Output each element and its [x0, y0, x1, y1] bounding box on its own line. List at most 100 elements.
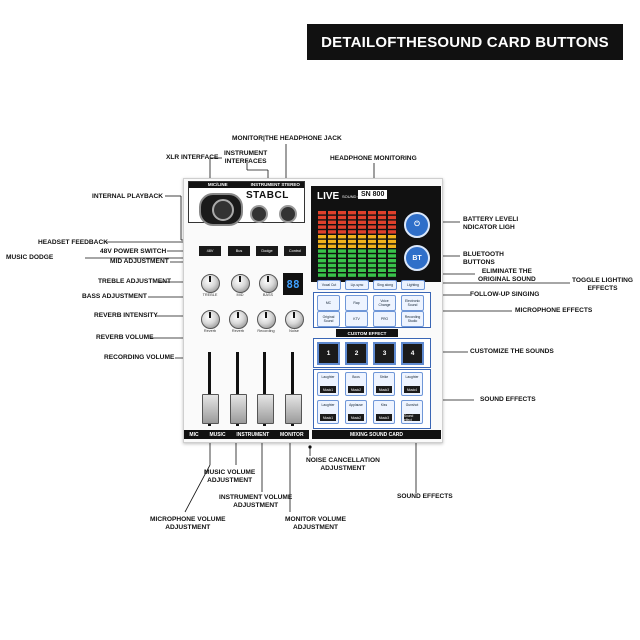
vu-segment	[358, 239, 366, 244]
digit-display: 88	[283, 273, 303, 295]
vu-segment	[368, 230, 376, 234]
vu-segment	[378, 268, 386, 272]
callout-sound-effects-bottom: SOUND EFFECTS	[397, 493, 453, 500]
vu-segment	[328, 249, 336, 253]
callout-reverb-volume: REVERB VOLUME	[96, 334, 154, 341]
vu-segment	[368, 211, 376, 215]
vu-segment	[368, 235, 376, 239]
callout-follow-up: FOLLOW-UP SINGING	[470, 291, 540, 298]
vu-segment	[328, 225, 336, 229]
effect-original[interactable]: Original Sound	[317, 311, 340, 327]
recording-knob[interactable]	[257, 310, 276, 329]
headphone-jack[interactable]	[279, 205, 297, 223]
vu-segment	[338, 249, 346, 253]
mid-knob[interactable]	[231, 274, 250, 293]
vu-segment	[338, 273, 346, 277]
effect-voice-change[interactable]: Voice Change	[373, 295, 396, 311]
vu-segment	[328, 211, 336, 215]
instrument-jack[interactable]	[250, 205, 268, 223]
power-button[interactable]: ⏻	[404, 212, 430, 238]
mid-label: MID	[236, 293, 244, 297]
xlr-port[interactable]	[199, 193, 243, 226]
vu-segment	[358, 273, 366, 277]
vu-segment	[358, 268, 366, 272]
vu-segment	[358, 254, 366, 258]
vu-segment	[348, 273, 356, 277]
effect-electronic[interactable]: Electronic Sound	[401, 295, 424, 311]
vu-segment	[378, 235, 386, 239]
custom-button-3[interactable]: 3	[373, 342, 396, 365]
callout-eliminate: ELIMINATE THE ORIGINAL SOUND	[478, 268, 536, 283]
music-fader[interactable]	[230, 394, 247, 424]
vu-segment	[378, 225, 386, 229]
instrument-fader[interactable]	[257, 394, 274, 424]
vu-segment	[378, 220, 386, 224]
vu-segment	[368, 254, 376, 258]
callout-xlr: XLR INTERFACE	[166, 154, 219, 161]
callout-customize: CUSTOMIZE THE SOUNDS	[470, 348, 554, 355]
callout-battery: BATTERY LEVELI NDICATOR LIGH	[463, 216, 519, 231]
effect-mc[interactable]: MC	[317, 295, 340, 311]
vu-segment	[318, 268, 326, 272]
vu-segment	[358, 244, 366, 248]
vu-segment	[378, 263, 386, 268]
lip-sync-button[interactable]: Lip-sync	[345, 280, 369, 290]
vu-segment	[348, 268, 356, 272]
vu-segment	[388, 211, 396, 215]
vu-segment	[388, 249, 396, 253]
bluetooth-button[interactable]: BT	[404, 245, 430, 271]
monitor-fader[interactable]	[285, 394, 302, 424]
sing-along-button[interactable]: Sing along	[373, 280, 397, 290]
vu-segment	[318, 263, 326, 268]
effect-ktv[interactable]: KTV	[345, 311, 368, 327]
reverb-volume-knob[interactable]	[229, 310, 248, 329]
vu-segment	[358, 235, 366, 239]
custom-effect-header: CUSTOM EFFECT	[336, 329, 398, 337]
switch-dodge[interactable]: Dodge	[256, 246, 278, 256]
vu-segment	[388, 235, 396, 239]
treble-knob[interactable]	[201, 274, 220, 293]
switch-bus[interactable]: Bus	[228, 246, 250, 256]
noise-knob[interactable]	[285, 310, 304, 329]
effect-rap[interactable]: Rap	[345, 295, 368, 311]
custom-button-1[interactable]: 1	[317, 342, 340, 365]
live-logo: LIVE	[317, 191, 340, 202]
mic-fader[interactable]	[202, 394, 219, 424]
vu-segment	[338, 254, 346, 258]
vu-segment	[388, 225, 396, 229]
callout-bluetooth: BLUETOOTH BUTTONS	[463, 251, 504, 266]
switch-control[interactable]: Control	[284, 246, 306, 256]
lighting-button[interactable]: Lighting	[401, 280, 425, 290]
effect-pro[interactable]: PRO	[373, 311, 396, 327]
vu-segment	[378, 211, 386, 215]
bass-knob[interactable]	[259, 274, 278, 293]
switch-48v[interactable]: 48V	[199, 246, 221, 256]
model-badge: SN 800	[358, 190, 388, 199]
reverb-intensity-knob[interactable]	[201, 310, 220, 329]
vu-segment	[388, 273, 396, 277]
vu-segment	[368, 259, 376, 263]
custom-button-4[interactable]: 4	[401, 342, 424, 365]
callout-headset-feedback: HEADSET FEEDBACK	[38, 239, 108, 246]
vu-segment	[368, 268, 376, 272]
vu-segment	[318, 254, 326, 258]
page-title: DETAILOFTHESOUND CARD BUTTONS	[307, 24, 623, 60]
vu-segment	[338, 263, 346, 268]
vu-segment	[318, 211, 326, 215]
vu-segment	[388, 220, 396, 224]
vocal-cut-button[interactable]: Vocal Cut	[317, 280, 341, 290]
vu-segment	[378, 239, 386, 244]
effect-recording-studio[interactable]: Recording Studio	[401, 311, 424, 327]
custom-button-2[interactable]: 2	[345, 342, 368, 365]
vu-segment	[348, 259, 356, 263]
vu-segment	[348, 215, 356, 220]
vu-segment	[318, 215, 326, 220]
